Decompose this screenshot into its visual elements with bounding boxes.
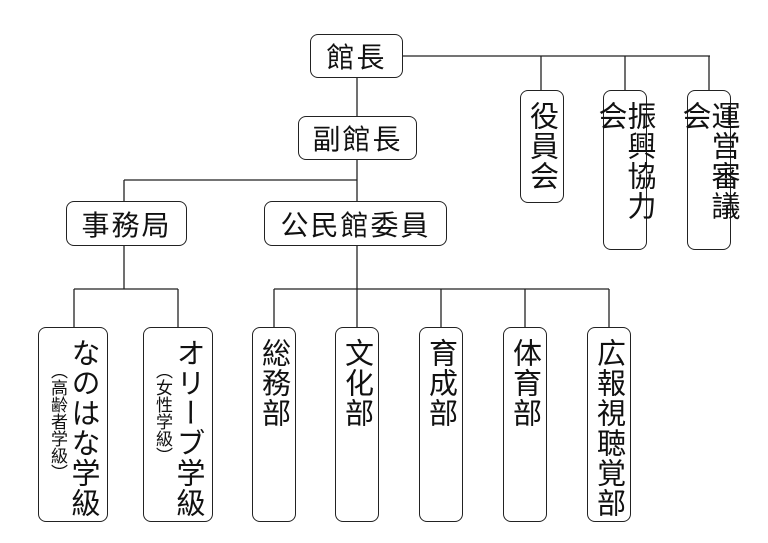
sports-label: 体育部 (508, 338, 543, 428)
committee-box: 公民館委員 (264, 201, 447, 246)
steering-council-label: 運営審議会 (678, 101, 741, 221)
committee-label: 公民館委員 (280, 208, 431, 242)
youth-development-box: 育成部 (419, 327, 463, 522)
director-label: 館長 (326, 41, 387, 74)
secretariat-label: 事務局 (81, 208, 172, 242)
nanohana-class-text: なのはな学級 （高齢者学級） (47, 338, 101, 518)
officers-label: 役員会 (525, 101, 560, 191)
steering-council-box: 運営審議会 (678, 90, 741, 250)
promotion-council-label: 振興協力会 (594, 101, 657, 221)
culture-label: 文化部 (340, 338, 375, 428)
olive-class-label: オリーブ学級 (172, 338, 206, 518)
culture-box: 文化部 (335, 327, 379, 522)
olive-class-note: （女性学級） (152, 362, 172, 464)
general-affairs-box: 総務部 (252, 327, 296, 522)
director-box: 館長 (310, 34, 403, 78)
public-relations-av-box: 広報視聴覚部 (587, 327, 631, 522)
sports-box: 体育部 (503, 327, 547, 522)
general-affairs-label: 総務部 (257, 338, 292, 428)
youth-development-label: 育成部 (424, 338, 459, 428)
nanohana-class-label: なのはな学級 (67, 338, 101, 518)
promotion-council-box: 振興協力会 (594, 90, 657, 250)
vice-director-box: 副館長 (298, 116, 417, 160)
olive-class-text: オリーブ学級 （女性学級） (152, 338, 206, 518)
nanohana-class-box: なのはな学級 （高齢者学級） (38, 327, 108, 522)
nanohana-class-note: （高齢者学級） (47, 362, 67, 481)
officers-box: 役員会 (520, 90, 564, 203)
public-relations-av-label: 広報視聴覚部 (592, 338, 627, 518)
olive-class-box: オリーブ学級 （女性学級） (143, 327, 213, 522)
vice-director-label: 副館長 (312, 123, 403, 156)
secretariat-box: 事務局 (66, 201, 187, 246)
